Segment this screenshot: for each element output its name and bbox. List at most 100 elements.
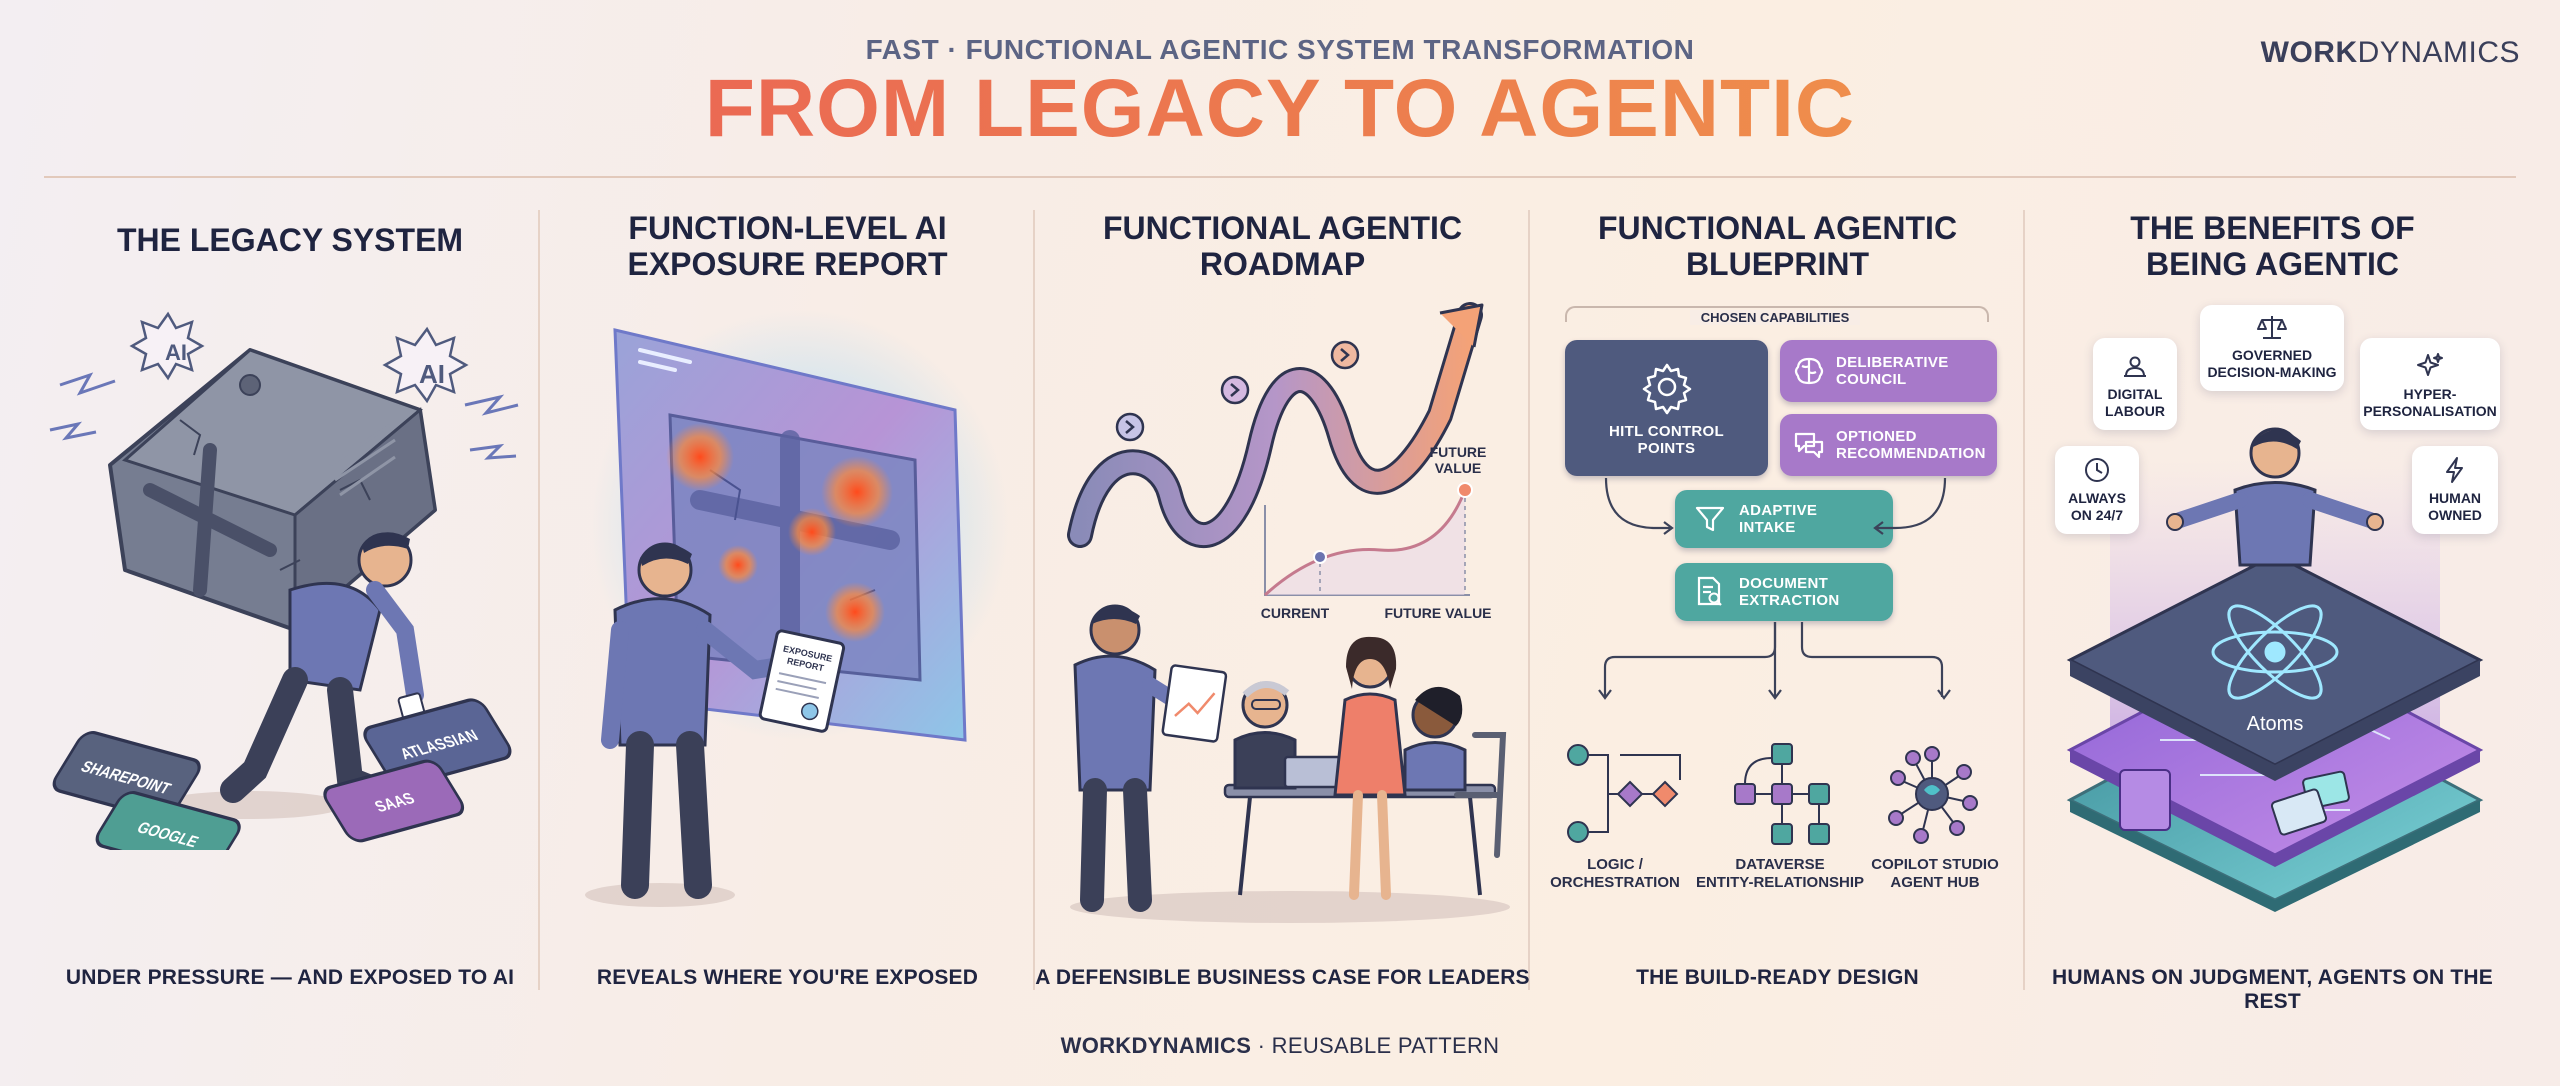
benefits-illustration: Atoms [2066,427,2484,912]
entity-relationship-icon [1734,743,1830,845]
column-divider [2023,210,2025,990]
column-title-line: ROADMAP [1199,246,1366,282]
legacy-monolith-icon [108,348,437,634]
agentic-person-icon [2166,427,2384,567]
ai-badge-label: AI [419,359,445,389]
hotspot-icon [788,508,836,556]
legacy-illustration: AI AI SHAREPOINT ATLASSIAN [49,311,519,850]
lightning-icon [49,372,519,460]
caption-legacy: UNDER PRESSURE — AND EXPOSED TO AI [65,966,515,989]
agent-hub-icon [1888,746,1978,844]
output-dataverse-l2: ENTITY-RELATIONSHIP [1695,874,1865,891]
benefit-digital-l2: LABOUR [2105,403,2165,419]
ai-badge-icon: AI [382,326,469,404]
ai-badge-label: AI [165,340,187,365]
column-title-line: BLUEPRINT [1685,246,1870,282]
benefit-digital-l1: DIGITAL [2107,386,2163,402]
column-title-line: BEING AGENTIC [2145,246,2400,282]
header-divider [44,176,2516,178]
column-title-line: FUNCTIONAL AGENTIC [1597,210,1958,246]
column-title-line: FUNCTIONAL AGENTIC [1102,210,1463,246]
speech-bubbles-icon [1794,432,1824,459]
brand-logo-rest: DYNAMICS [2357,36,2520,69]
brain-icon [1794,357,1824,385]
footer-brand: WORKDYNAMICS [1060,1033,1252,1058]
benefit-governed-l1: GOVERNED [2231,347,2313,363]
scales-icon [2257,316,2287,339]
column-title-line: FUNCTION-LEVEL AI [628,210,947,246]
benefit-always-l2: ON 24/7 [2070,507,2124,523]
capabilities-group-label: CHOSEN CAPABILITIES [1690,310,1860,325]
output-dataverse-l1: DATAVERSE [1735,856,1825,873]
roadmap-path [1067,302,1484,548]
capabilities-bracket [1565,306,1989,322]
future-value-label-l2: VALUE [1435,460,1481,476]
exposure-report-icon: EXPOSURE REPORT [758,629,846,733]
lightning-bolt-icon [2446,457,2463,483]
column-divider [1528,210,1530,990]
brand-logo: WORKDYNAMICS [2261,36,2520,70]
capability-document-l1: DOCUMENT [1739,575,1829,592]
arrow-head-icon [1439,303,1484,348]
milestone-icon [1220,375,1250,405]
x-label-current: CURRENT [1261,605,1330,621]
output-logic-label: LOGIC /ORCHESTRATION [1540,856,1690,892]
caption-roadmap: A DEFENSIBLE BUSINESS CASE FOR LEADERS [1035,966,1530,989]
blueprint-outputs [1567,743,1978,845]
hotspot-icon [825,582,885,642]
capability-hitl-l2: POINTS [1637,440,1696,457]
platform-label: Atoms [2247,713,2304,735]
column-title-line: THE BENEFITS OF [2130,210,2415,246]
orchestration-flow-icon [1567,744,1681,843]
benefit-hyper-personalisation: HYPER-PERSONALISATION [2360,338,2500,430]
caption-benefits: HUMANS ON JUDGMENT, AGENTS ON THE REST [2051,966,2493,1013]
x-label-future: FUTURE VALUE [1384,605,1491,621]
capability-document-l2: EXTRACTION [1739,592,1840,609]
capability-deliberative-l1: DELIBERATIVE [1836,354,1949,371]
output-logic-l2: ORCHESTRATION [1550,874,1680,891]
output-copilot-l1: COPILOT STUDIO [1871,856,1999,873]
milestone-icon [1330,340,1360,370]
capability-optioned-l1: OPTIONED [1836,428,1917,445]
output-copilot-l2: AGENT HUB [1890,874,1980,891]
value-chart: FUTURE VALUE CURRENT FUTURE VALUE [1261,444,1492,621]
capability-adaptive-l2: INTAKE [1739,519,1796,536]
caption-blueprint: THE BUILD-READY DESIGN [1636,966,1919,989]
brand-logo-bold: WORK [2260,36,2358,69]
column-divider [538,210,540,990]
capability-hitl: HITL CONTROL POINTS [1565,340,1768,476]
gear-icon [1642,363,1691,415]
column-title-legacy: THE LEGACY SYSTEM [40,222,540,258]
column-title-line: THE LEGACY SYSTEM [116,222,464,258]
output-logic-l1: LOGIC / [1587,856,1643,873]
funnel-icon [1695,506,1725,532]
capability-hitl-l1: HITL CONTROL [1609,423,1724,440]
ai-badge-icon: AI [129,311,205,381]
page-title: FROM LEGACY TO AGENTIC [0,62,2560,156]
roadmap-illustration: FUTURE VALUE CURRENT FUTURE VALUE [1067,302,1510,923]
benefit-governed-l2: DECISION-MAKING [2207,364,2337,380]
atom-icon [2211,604,2339,700]
benefit-always-l1: ALWAYS [2068,490,2126,506]
milestone-icon [1115,412,1145,442]
exposure-illustration: EXPOSURE REPORT [585,310,1010,907]
hotspot-icon [718,545,758,585]
document-search-icon [1697,576,1722,606]
meeting-scene-icon [1070,604,1510,923]
benefit-hyper-l1: HYPER- [2403,386,2457,402]
blueprint-connectors [1598,477,1951,700]
burdened-person-icon [155,532,429,819]
